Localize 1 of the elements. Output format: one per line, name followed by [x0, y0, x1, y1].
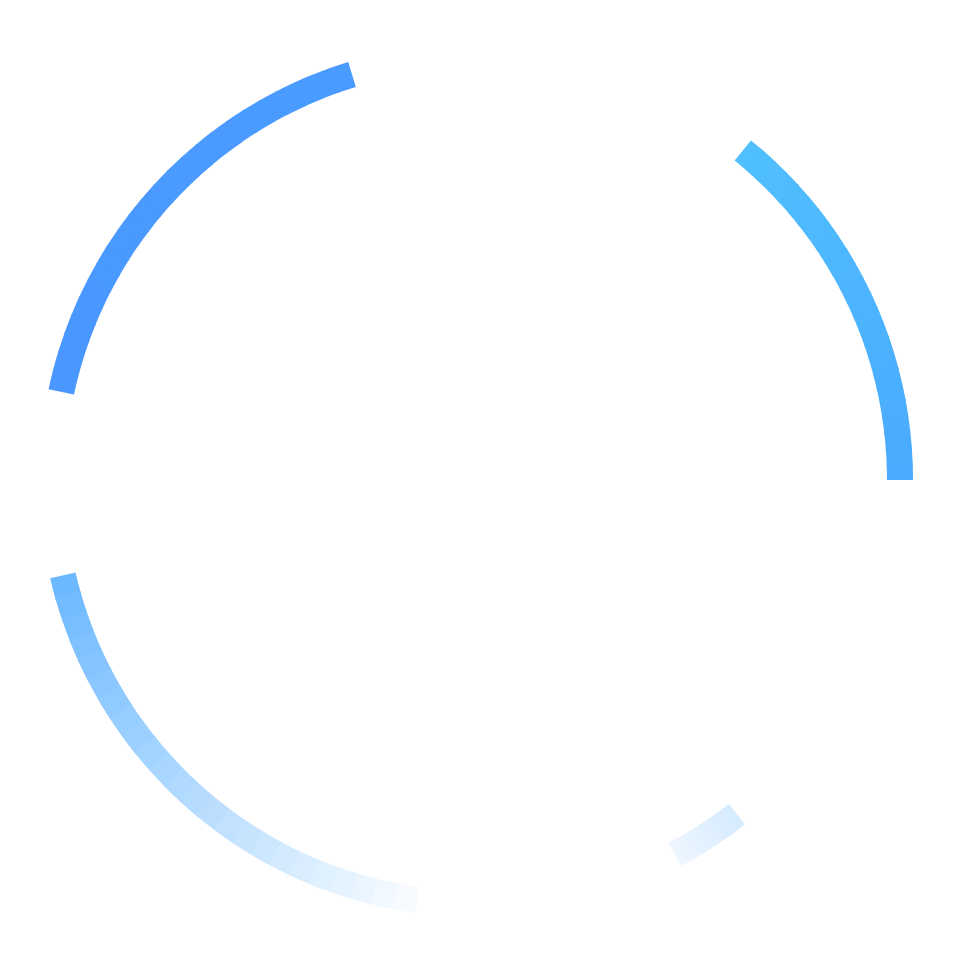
- ring-drawing: [48, 62, 913, 913]
